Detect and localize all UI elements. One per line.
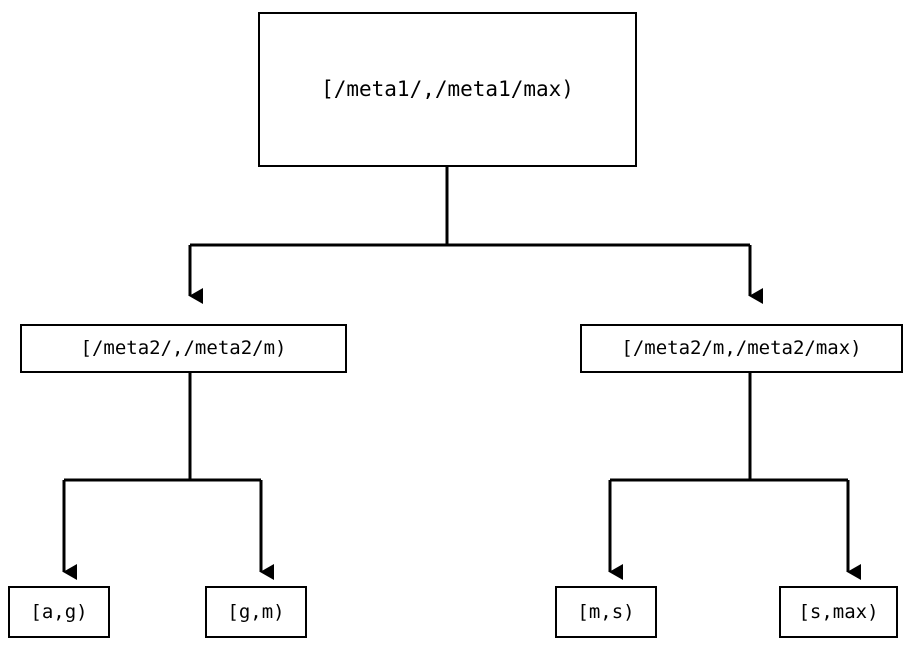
edge-midleft-to-leaves — [62, 373, 274, 580]
node-leaf-g-m[interactable]: [g,m) — [205, 586, 307, 638]
node-leaf-g-m-label: [g,m) — [227, 600, 285, 623]
node-leaf-a-g[interactable]: [a,g) — [8, 586, 110, 638]
node-root-label: [/meta1/,/meta1/max) — [321, 76, 574, 101]
node-mid-left[interactable]: [/meta2/,/meta2/m) — [20, 324, 347, 373]
node-leaf-s-max-label: [s,max) — [798, 600, 879, 623]
node-leaf-s-max[interactable]: [s,max) — [779, 586, 898, 638]
node-leaf-m-s-label: [m,s) — [577, 600, 635, 623]
node-mid-right[interactable]: [/meta2/m,/meta2/max) — [580, 324, 903, 373]
node-root[interactable]: [/meta1/,/meta1/max) — [258, 12, 637, 167]
node-leaf-m-s[interactable]: [m,s) — [555, 586, 657, 638]
node-mid-right-label: [/meta2/m,/meta2/max) — [621, 337, 862, 360]
edge-midright-to-leaves — [608, 373, 861, 580]
edge-root-to-mid — [188, 167, 763, 304]
node-mid-left-label: [/meta2/,/meta2/m) — [80, 337, 287, 360]
node-leaf-a-g-label: [a,g) — [30, 600, 88, 623]
